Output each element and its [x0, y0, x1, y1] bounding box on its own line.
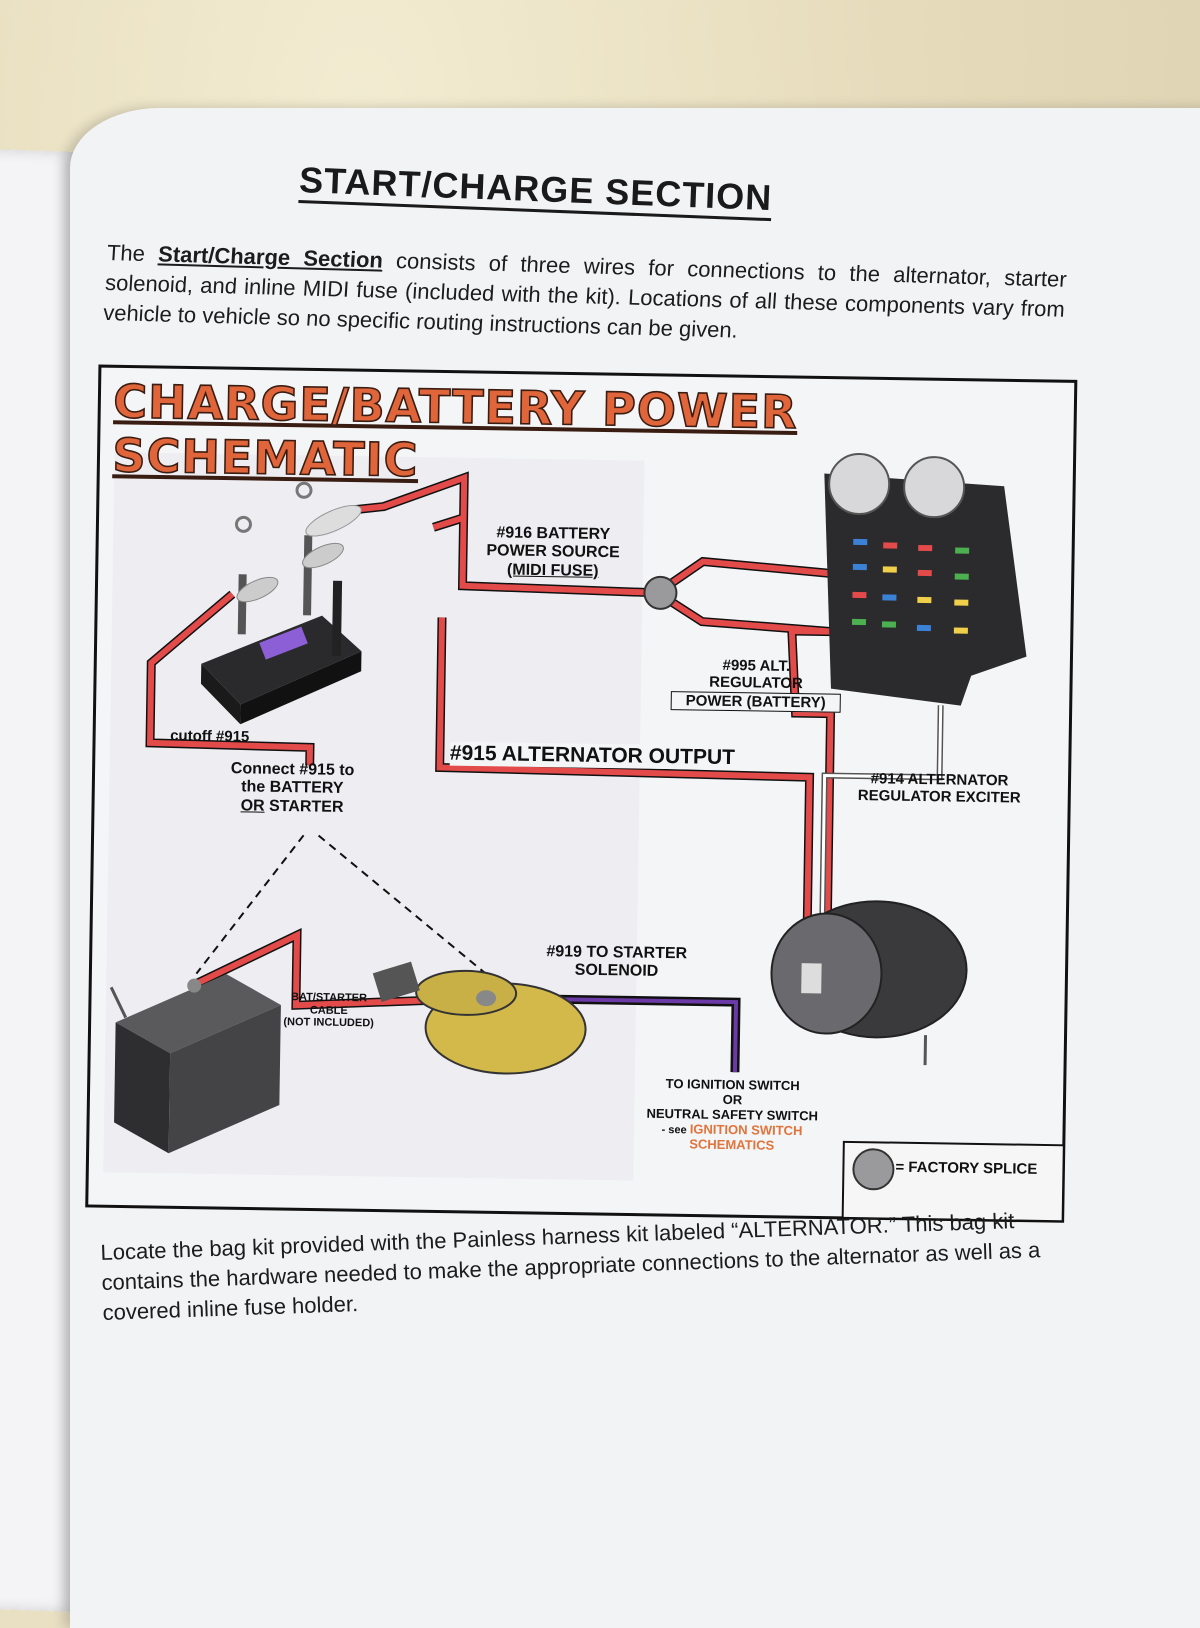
- schematic-diagram: CHARGE/BATTERY POWER SCHEMATIC #916 BATT…: [82, 362, 1081, 1237]
- label-ignition-switch: TO IGNITION SWITCH OR NEUTRAL SAFETY SWI…: [632, 1077, 833, 1155]
- label-to-starter-solenoid: #919 TO STARTER SOLENOID: [526, 943, 707, 983]
- label-connect-915: Connect #915 to the BATTERY OR STARTER: [207, 760, 378, 818]
- label-cutoff: cutoff #915: [170, 727, 249, 745]
- label-bat-starter-cable: BAT/STARTER CABLE (NOT INCLUDED): [274, 991, 385, 1031]
- label-alt-regulator-power: #995 ALT. REGULATOR POWER (BATTERY): [671, 656, 842, 712]
- intro-prefix: The: [106, 240, 159, 266]
- legend-splice-icon: [853, 1149, 894, 1190]
- factory-splice: [644, 577, 676, 609]
- label-alternator-output: #915 ALTERNATOR OUTPUT: [450, 742, 735, 771]
- label-battery-power-source: #916 BATTERY POWER SOURCE (MIDI FUSE): [473, 524, 634, 582]
- label-regulator-exciter: #914 ALTERNATOR REGULATOR EXCITER: [839, 770, 1040, 808]
- diagram-title: CHARGE/BATTERY POWER SCHEMATIC: [112, 374, 1082, 497]
- legend-label: = FACTORY SPLICE: [895, 1159, 1037, 1178]
- section-heading: START/CHARGE SECTION: [298, 160, 773, 221]
- intro-paragraph: The Start/Charge Section consists of thr…: [102, 238, 1067, 355]
- intro-lead-term: Start/Charge Section: [157, 241, 383, 272]
